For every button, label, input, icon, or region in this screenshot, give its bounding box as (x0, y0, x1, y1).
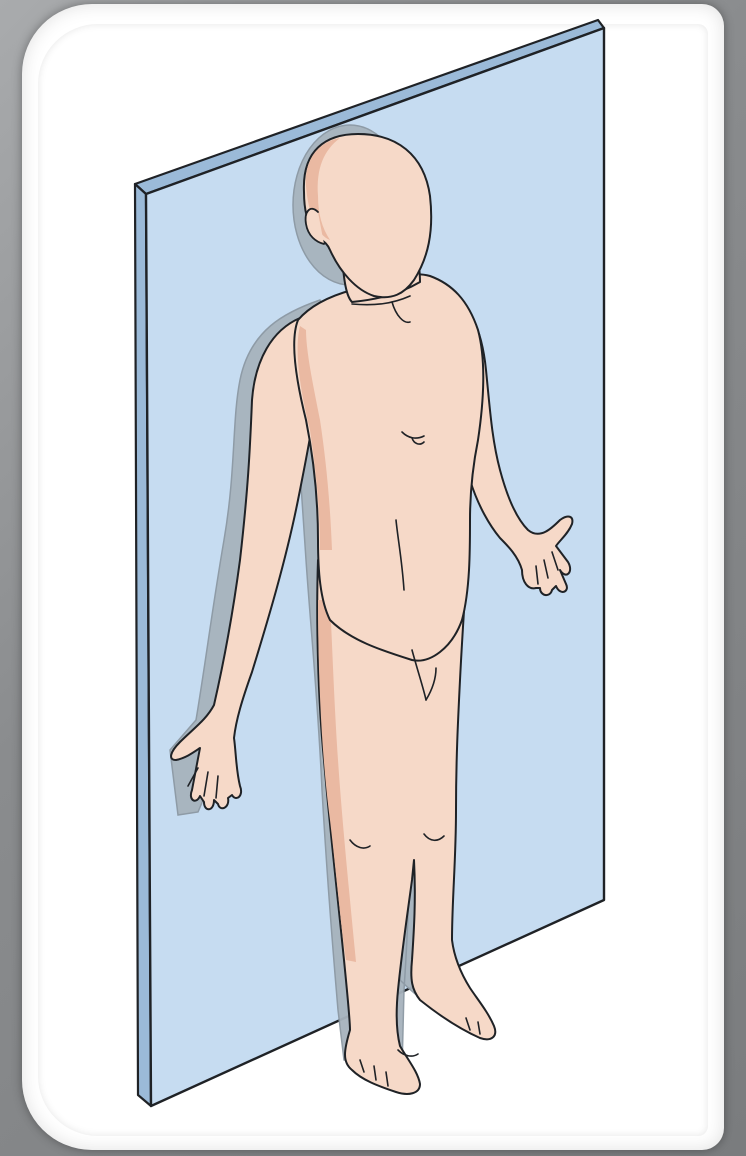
anatomy-illustration (0, 0, 746, 1156)
screenshot-frame (0, 0, 746, 1156)
